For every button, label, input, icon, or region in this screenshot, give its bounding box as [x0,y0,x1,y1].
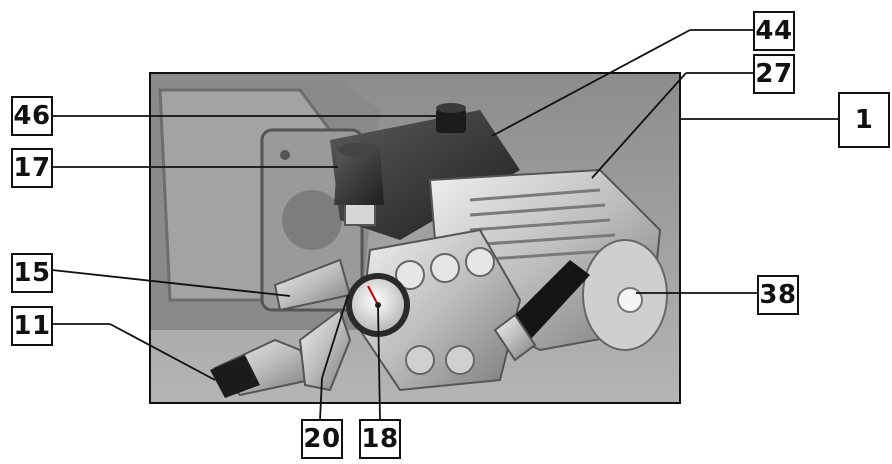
callout-1: 1 [838,92,890,148]
callout-46: 46 [11,96,53,136]
callout-18: 18 [359,419,401,459]
callout-17: 17 [11,148,53,188]
callout-11: 11 [11,306,53,346]
callout-20: 20 [301,419,343,459]
callout-38: 38 [757,275,799,315]
leader-lines [51,29,838,421]
photo-frame [149,72,681,404]
callout-27: 27 [753,54,795,94]
callout-44: 44 [753,11,795,51]
callout-15: 15 [11,253,53,293]
